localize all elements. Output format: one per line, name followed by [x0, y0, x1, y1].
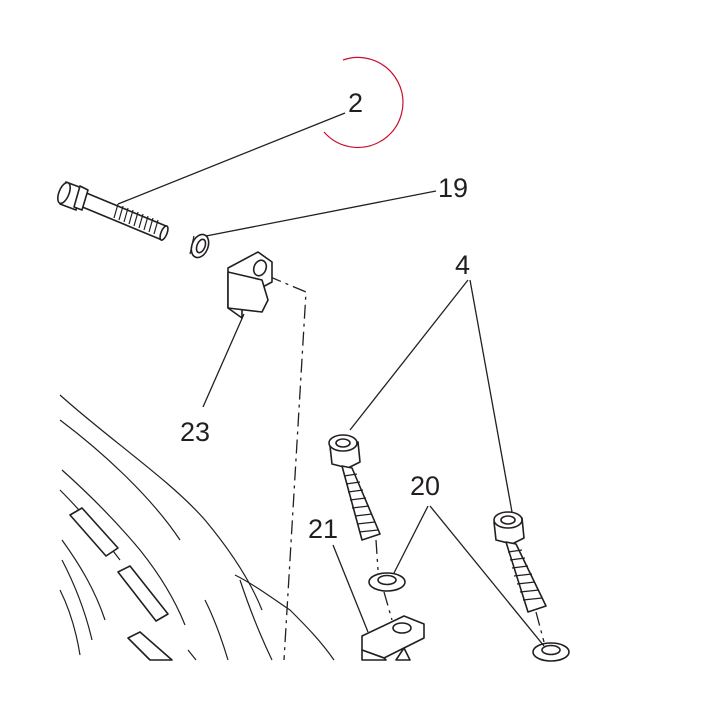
- housing-slot-upper: [69, 507, 119, 557]
- housing-slot-middle: [117, 565, 169, 622]
- leader-23: [202, 313, 245, 408]
- bolt-2: [56, 181, 169, 241]
- callout-20: 20: [410, 471, 440, 501]
- washer-20-right: [532, 642, 570, 662]
- callout-4: 4: [455, 250, 470, 280]
- highlight-circle: [323, 56, 404, 149]
- assembly-axis-left: [267, 275, 307, 661]
- bolt-4-left: [328, 434, 381, 541]
- callout-21: 21: [308, 514, 338, 544]
- housing-structure: [59, 394, 335, 661]
- leader-20-a: [393, 505, 429, 574]
- assembly-axis-right: [535, 611, 545, 643]
- bracket-21: [361, 615, 425, 661]
- leader-lines: [117, 112, 545, 647]
- callout-23: 23: [180, 417, 210, 447]
- leader-21: [332, 544, 369, 633]
- washer-19: [189, 233, 210, 259]
- leader-19: [205, 190, 437, 237]
- washer-20-left: [368, 572, 406, 592]
- leader-4-a: [349, 279, 469, 431]
- callout-19: 19: [438, 173, 468, 203]
- callout-2: 2: [348, 88, 363, 118]
- bolt-4-right: [493, 511, 547, 613]
- leader-20-b: [429, 505, 545, 647]
- assembly-axis-center: [375, 539, 393, 621]
- leader-2: [117, 112, 346, 205]
- bracket-23: [227, 251, 273, 319]
- housing-slot-lower: [127, 631, 173, 661]
- leader-4-b: [469, 279, 513, 513]
